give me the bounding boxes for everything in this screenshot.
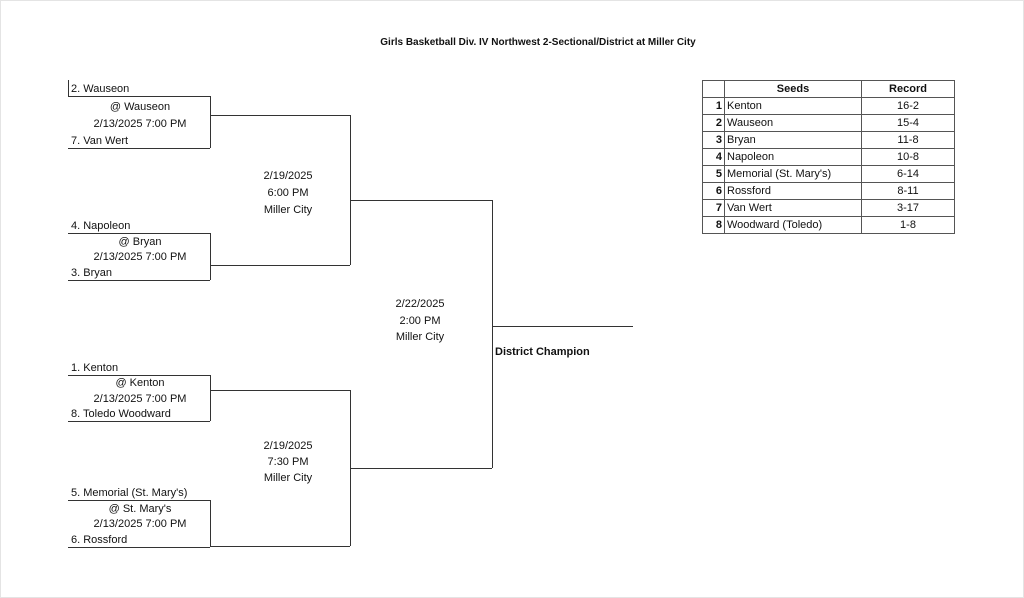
game2-site: @ Bryan [118,236,162,248]
bracket-line [210,233,211,280]
table-header-blank [702,80,725,98]
seed-number: 8 [702,216,725,234]
bracket-line [350,468,492,469]
bracket-line [68,80,69,96]
table-header-seeds: Seeds [724,80,862,98]
semi1-date: 2/19/2025 [263,170,313,182]
game4-time: 2/13/2025 7:00 PM [93,518,187,530]
seed-team: Bryan [724,131,862,149]
seed-record: 6-14 [861,165,955,183]
seed-number: 4 [702,148,725,166]
game3-site: @ Kenton [115,377,165,389]
game1-time: 2/13/2025 7:00 PM [93,118,187,130]
bracket-line [210,96,211,148]
seed-record: 11-8 [861,131,955,149]
bracket-line [68,233,210,234]
seed-number: 3 [702,131,725,149]
table-header-record: Record [861,80,955,98]
bracket-line [68,280,210,281]
bracket-line [350,200,492,201]
semi1-site: Miller City [263,204,313,216]
bracket-line [210,500,211,547]
bracket-line [210,546,350,547]
game3-top-team: 1. Kenton [71,362,119,374]
seed-number: 1 [702,97,725,115]
seed-team: Rossford [724,182,862,200]
semi2-site: Miller City [263,472,313,484]
game4-site: @ St. Mary's [108,503,172,515]
bracket-line [210,390,350,391]
seed-record: 3-17 [861,199,955,217]
game1-bottom-team: 7. Van Wert [71,135,129,147]
seed-team: Kenton [724,97,862,115]
seed-team: Memorial (St. Mary's) [724,165,862,183]
bracket-line [210,115,350,116]
bracket-line [492,326,633,327]
final-date: 2/22/2025 [395,298,445,310]
table-header-row: Seeds Record [702,80,955,98]
game2-time: 2/13/2025 7:00 PM [93,251,187,263]
semi2-date: 2/19/2025 [263,440,313,452]
seed-team: Van Wert [724,199,862,217]
seed-team: Wauseon [724,114,862,132]
bracket-line [350,115,351,265]
seed-record: 10-8 [861,148,955,166]
game4-bottom-team: 6. Rossford [71,534,128,546]
seed-team: Woodward (Toledo) [724,216,862,234]
seed-number: 7 [702,199,725,217]
final-site: Miller City [395,331,445,343]
bracket-line [492,200,493,468]
seed-number: 6 [702,182,725,200]
seed-team: Napoleon [724,148,862,166]
bracket-line [68,547,210,548]
seed-number: 5 [702,165,725,183]
seed-record: 1-8 [861,216,955,234]
bracket-line [68,500,210,501]
seed-record: 16-2 [861,97,955,115]
game1-top-team: 2. Wauseon [71,83,130,95]
game2-top-team: 4. Napoleon [71,220,131,232]
district-champion-label: District Champion [495,346,590,358]
seed-record: 15-4 [861,114,955,132]
game4-top-team: 5. Memorial (St. Mary's) [71,487,188,499]
game1-site: @ Wauseon [109,101,171,113]
game3-time: 2/13/2025 7:00 PM [93,393,187,405]
bracket-line [210,265,350,266]
final-time: 2:00 PM [399,315,441,327]
bracket-line [68,148,210,149]
bracket-line [68,96,210,97]
seed-number: 2 [702,114,725,132]
bracket-line [210,375,211,421]
page-title: Girls Basketball Div. IV Northwest 2-Sec… [380,37,696,48]
bracket-line [68,375,210,376]
semi1-time: 6:00 PM [267,187,309,199]
bracket-line [68,421,210,422]
semi2-time: 7:30 PM [267,456,309,468]
seed-record: 8-11 [861,182,955,200]
game2-bottom-team: 3. Bryan [71,267,112,279]
game3-bottom-team: 8. Toledo Woodward [71,408,171,420]
